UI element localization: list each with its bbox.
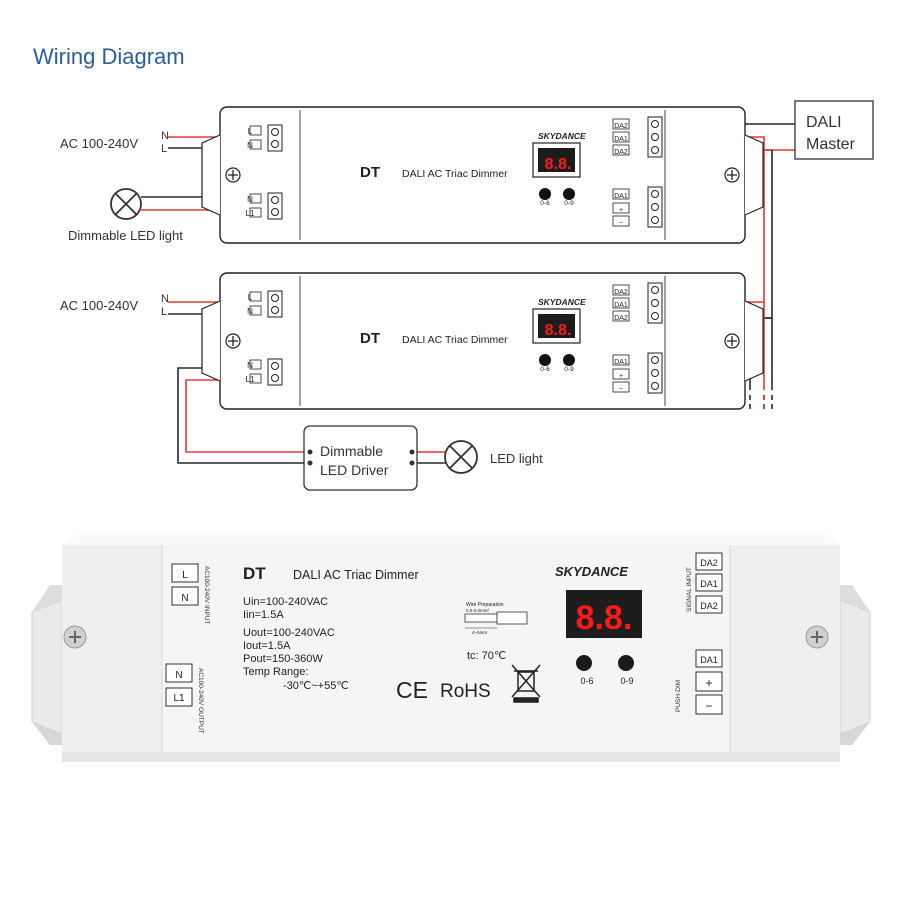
large-term-n: N [181,593,188,604]
u2-sig-da2b: DA2 [614,315,628,322]
spec-uin: Uin=100-240VAC [243,596,328,608]
dali-master-line2: Master [806,136,856,153]
wire-prep-len: 4~5mm [472,630,487,635]
large-push-plus: + [705,676,712,690]
large-term-n-out: N [175,670,182,681]
u2-sig-da2: DA2 [614,289,628,296]
led-driver-line2: LED Driver [320,462,389,478]
rohs-mark: RoHS [440,681,491,702]
large-btn-09: 0-9 [620,676,633,686]
u1-btn-06: 0-6 [540,200,550,207]
large-term-l1-out: L1 [173,693,185,704]
spec-uout: Uout=100-240VAC [243,627,335,639]
dali-master-box [794,100,874,160]
u2-push-da1: DA1 [614,359,628,366]
u1-display: 8.8. [545,156,572,173]
lamp-icon-2 [444,440,478,474]
u2-term-l: L [248,293,253,302]
u2-btn-06: 0-6 [540,366,550,373]
u1-sig-da2: DA2 [614,123,628,130]
u2-term-n: N [247,307,253,316]
weee-bin-icon [511,664,541,703]
dali-master-line1: DALI [806,114,842,131]
supply-label-2: AC 100-240V [60,298,138,313]
large-name: DALI AC Triac Dimmer [293,568,419,582]
u1-push-da1: DA1 [614,193,628,200]
u1-name: DALI AC Triac Dimmer [402,168,508,180]
u2-sig-da1: DA1 [614,302,628,309]
spec-temp-label: Temp Range: [243,666,308,678]
supply-2-l: L [161,306,167,318]
large-btn-06: 0-6 [580,676,593,686]
u1-push-minus: − [619,220,623,227]
supply-1-n: N [161,130,169,142]
u2-push-plus: + [619,373,623,380]
lamp-1-label: Dimmable LED light [68,228,183,243]
u1-term-l1-out: L1 [246,209,255,218]
wire-prep-spec: 0.5-2.0mm² [466,608,490,613]
lamp-2-label: LED light [490,451,543,466]
supply-1-l: L [161,143,167,155]
large-signal-label: SIGNAL INPUT [686,567,693,612]
large-model: DT [243,564,266,583]
large-push-minus: − [705,699,712,713]
u2-display: 8.8. [545,322,572,339]
u2-model: DT [360,330,380,347]
large-term-l: L [182,570,188,581]
large-display: 8.8. [576,599,633,637]
u1-push-plus: + [619,207,623,214]
spec-tc: tc: 70℃ [467,650,506,662]
u1-model: DT [360,164,380,181]
large-push-label: PUSH-DIM [675,680,682,712]
spec-pout: Pout=150-360W [243,653,323,665]
supply-label-1: AC 100-240V [60,136,138,151]
large-brand: SKYDANCE [555,564,628,579]
spec-iout: Iout=1.5A [243,640,291,652]
u2-term-n-out: N [247,361,253,370]
u1-term-n-out: N [247,195,253,204]
u2-term-l1-out: L1 [246,375,255,384]
spec-iin: Iin=1.5A [243,609,284,621]
led-driver-box [303,425,418,491]
large-sig-da2b: DA2 [700,601,718,611]
led-driver-line1: Dimmable [320,443,383,459]
u2-btn-09: 0-9 [564,366,574,373]
u1-sig-da2b: DA2 [614,149,628,156]
u1-sig-da1: DA1 [614,136,628,143]
large-push-da1: DA1 [700,655,718,665]
u2-push-minus: − [619,386,623,393]
u2-name: DALI AC Triac Dimmer [402,334,508,346]
spec-temp-range: -30℃~+55℃ [283,680,349,692]
u2-brand: SKYDANCE [538,297,586,307]
u1-term-n: N [247,141,253,150]
u1-brand: SKYDANCE [538,131,586,141]
lamp-icon-1 [110,188,142,220]
wire-prep-title: Wire Preparation [466,602,504,608]
large-output-label: AC100-240V OUTPUT [197,668,204,734]
u1-btn-09: 0-9 [564,200,574,207]
u1-term-l: L [248,127,253,136]
large-sig-da1: DA1 [700,579,718,589]
product-render [31,533,871,762]
large-input-label: AC100-240V INPUT [203,566,210,625]
page-title: Wiring Diagram [33,44,185,69]
supply-2-n: N [161,293,169,305]
ce-mark: CE [396,677,428,703]
large-sig-da2: DA2 [700,558,718,568]
